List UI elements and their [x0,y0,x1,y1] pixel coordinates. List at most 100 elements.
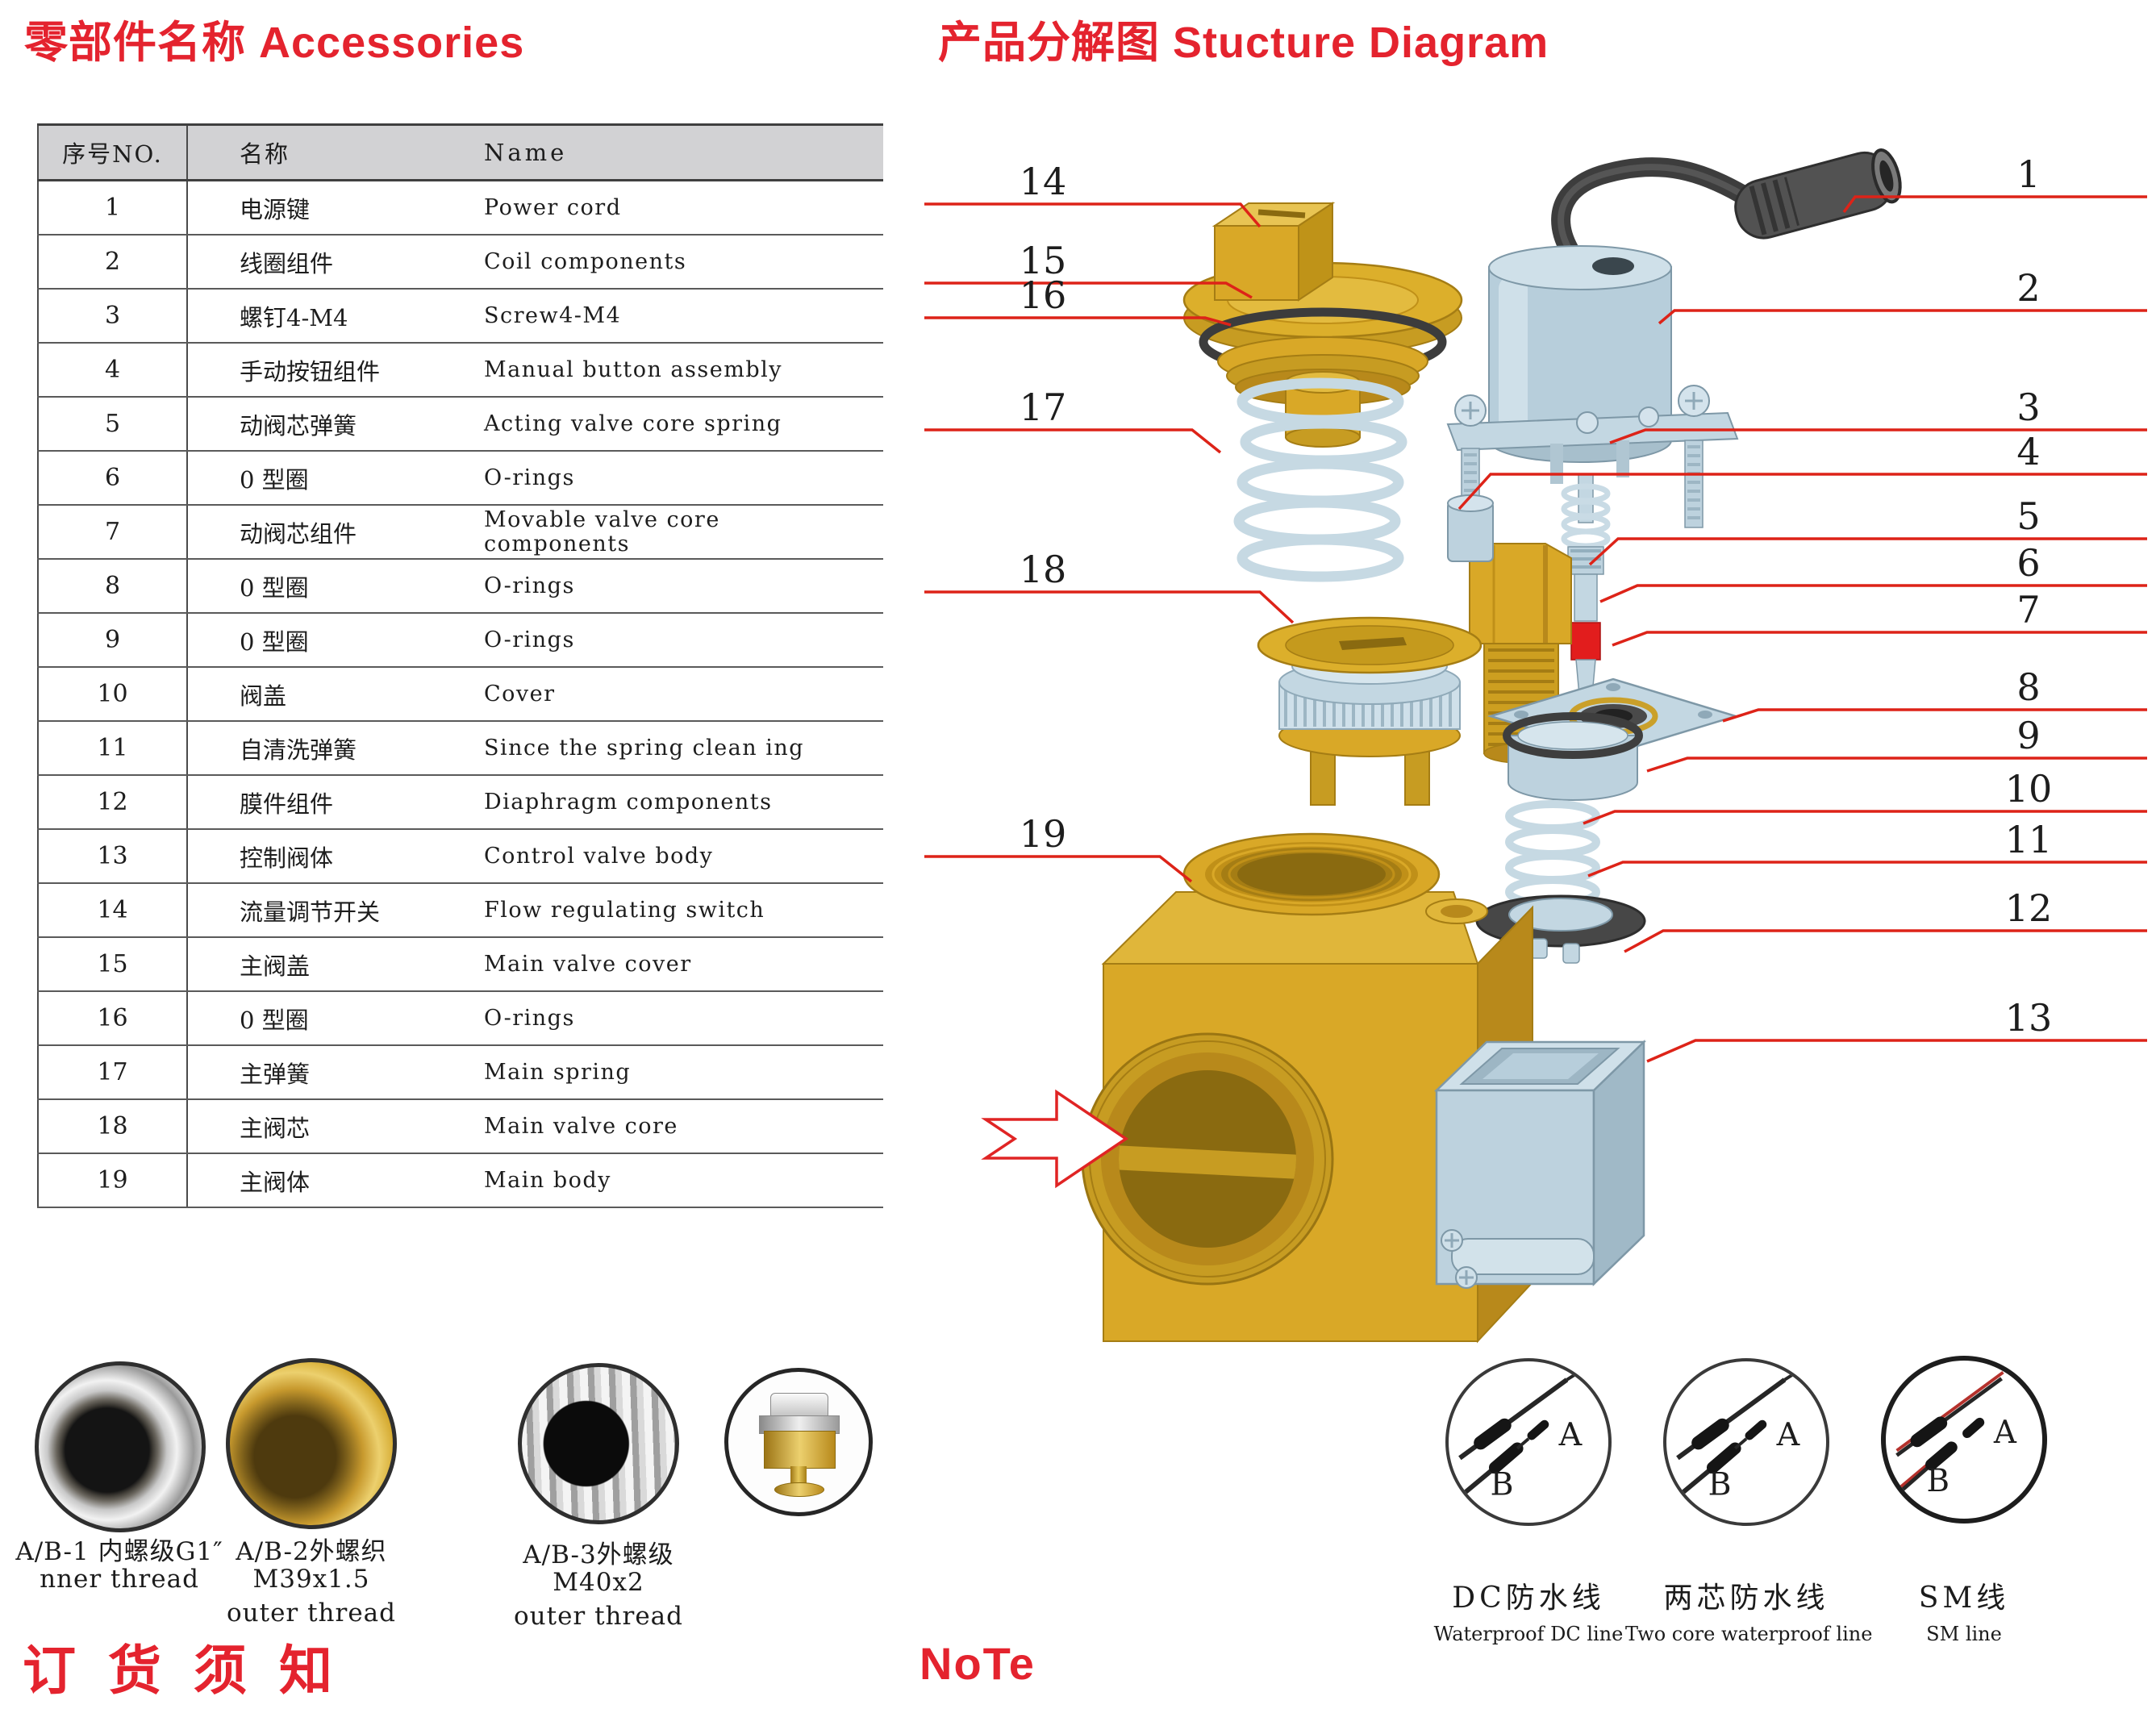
part-name-en: Main valve cover [481,937,883,992]
part-name-en: Power cord [481,180,883,236]
part-name-cn: 动阀芯弹簧 [187,397,481,452]
part-number: 19 [38,1153,188,1208]
part-name-en: O-rings [481,613,883,668]
leader-line-19 [924,855,1193,883]
cable2-a-label: A [1776,1416,1800,1453]
coil-part [1488,245,1672,463]
diagram-callout-17: 17 [1020,386,1067,429]
part-name-cn: 手动按钮组件 [187,343,481,398]
diagram-callout-11: 11 [2005,818,2053,861]
part-name-cn: 流量调节开关 [187,883,481,938]
part-name-cn: 主阀盖 [187,937,481,992]
thread3-label-line2: M40x2 [553,1568,644,1597]
self-clean-spring-part [1505,800,1600,908]
leader-line-6 [1599,584,2147,603]
main-spring-part [1233,377,1407,582]
diagram-callout-19: 19 [1020,812,1067,856]
header-no: 序号NO. [38,123,188,181]
thread3-label-line1: A/B-3外螺级 [523,1540,674,1569]
part-name-en: Screw4-M4 [481,289,883,344]
leader-line-1 [1842,195,2147,214]
part-name-cn: 膜件组件 [187,775,481,830]
structure-diagram-title: 产品分解图 Stucture Diagram [938,19,1549,67]
diagram-callout-2: 2 [2016,266,2040,310]
cable3-subtitle: SM line [1926,1623,2002,1645]
flow-direction-arrow [981,1089,1129,1189]
part-name-cn: 阀盖 [187,667,481,722]
part-name-en: Cover [481,667,883,722]
cable2-title: 两芯防水线 [1663,1582,1829,1615]
button-stem-shape [790,1465,807,1485]
part-name-en: Main body [481,1153,883,1208]
part-name-en: O-rings [481,451,883,506]
diagram-callout-1: 1 [2016,152,2040,196]
leader-line-18 [924,590,1295,624]
part-name-cn: 动阀芯组件 [187,505,481,560]
thread2-label-line1: A/B-2外螺织 [236,1537,387,1566]
diagram-callout-6: 6 [2016,541,2040,585]
thread2-label-line3: outer thread [226,1599,397,1628]
diagram-callout-5: 5 [2016,494,2040,538]
diagram-callout-8: 8 [2016,665,2040,709]
part-number: 13 [38,829,188,884]
thread2-label-line2: M39x1.5 [252,1565,370,1594]
movable-valve-core-part [1561,473,1611,696]
part-name-cn: 主弹簧 [187,1045,481,1100]
part-number: 17 [38,1045,188,1100]
thread1-label-line1: A/B-1 内螺级G1″ [15,1537,223,1566]
leader-line-8 [1722,708,2147,723]
part-name-en: Main spring [481,1045,883,1100]
part-number: 15 [38,937,188,992]
part-number: 11 [38,721,188,776]
diagram-callout-12: 12 [2005,886,2053,930]
inner-thread-photo [35,1361,206,1532]
part-name-cn: 线圈组件 [187,235,481,290]
note-heading: NoTe [920,1638,1036,1689]
leader-line-5 [1588,537,2147,566]
leader-line-16 [924,316,1232,327]
part-number: 9 [38,613,188,668]
cable1-b-label: B [1490,1465,1513,1503]
diagram-callout-10: 10 [2005,767,2053,811]
diagram-callout-15: 15 [1020,239,1067,282]
part-name-en: Control valve body [481,829,883,884]
part-name-cn: 自清洗弹簧 [187,721,481,776]
diagram-callout-14: 14 [1020,160,1067,203]
part-number: 16 [38,991,188,1046]
table-header-row: 序号NO. 名称 Name [38,123,883,181]
sm-cable-photo: A B [1881,1356,2047,1524]
leader-line-3 [1609,428,2147,444]
part-name-cn: 0 型圈 [187,613,481,668]
thread1-label-line2: nner thread [40,1565,199,1594]
diagram-callout-18: 18 [1020,548,1067,591]
outer-thread-m39-photo [226,1358,397,1529]
cable1-a-label: A [1558,1416,1583,1453]
part-name-en: Manual button assembly [481,343,883,398]
part-number: 10 [38,667,188,722]
part-number: 7 [38,505,188,560]
part-number: 8 [38,559,188,614]
part-number: 5 [38,397,188,452]
part-name-en: Diaphragm components [481,775,883,830]
cover-cup-part [1503,712,1643,801]
part-name-cn: 0 型圈 [187,991,481,1046]
part-number: 12 [38,775,188,830]
part-number: 6 [38,451,188,506]
part-name-cn: 主阀芯 [187,1099,481,1154]
